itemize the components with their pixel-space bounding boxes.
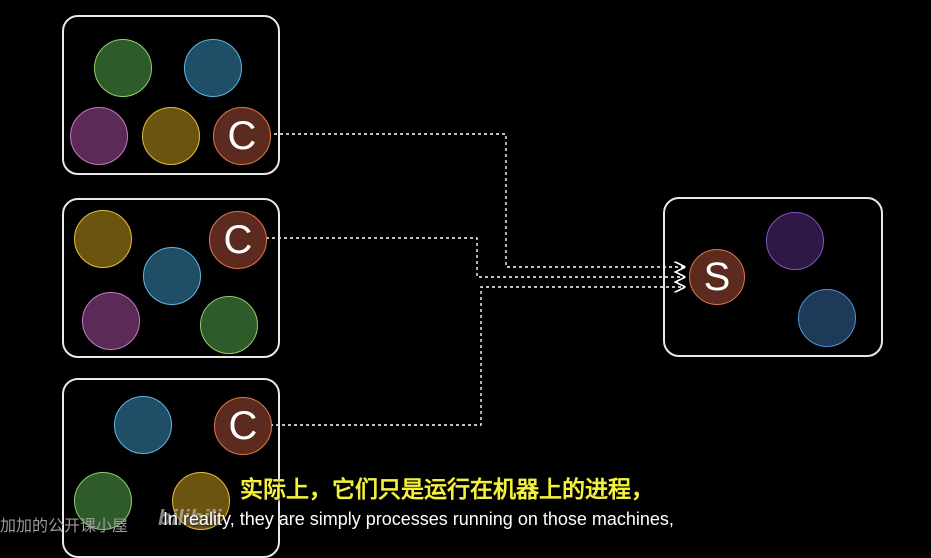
- link-client-3-to-server: [270, 287, 684, 426]
- process-blue: [114, 396, 172, 454]
- machine-box-3: C: [62, 378, 280, 558]
- process-navy: [798, 289, 856, 347]
- machine-box-1: C: [62, 15, 280, 175]
- process-green: [74, 472, 132, 530]
- diagram-canvas: C C C S 加加的公开课小屋 bilibili 实际上，它们只是运行在机器上…: [0, 15, 931, 558]
- process-green: [200, 296, 258, 354]
- subtitle-english: In reality, they are simply processes ru…: [163, 509, 674, 529]
- process-dark-purple: [766, 212, 824, 270]
- process-gold: [142, 107, 200, 165]
- link-client-2-to-server: [266, 237, 684, 277]
- bilibili-logo: bilibili: [158, 505, 222, 530]
- server-label: S: [703, 254, 731, 299]
- client-label: C: [228, 403, 258, 448]
- client-process-2: C: [209, 211, 267, 269]
- process-gold: [172, 472, 230, 530]
- client-label: C: [223, 217, 253, 262]
- server-machine-box: S: [663, 197, 883, 357]
- process-gold: [74, 210, 132, 268]
- client-process-3: C: [214, 397, 272, 455]
- client-process-1: C: [213, 107, 271, 165]
- process-green: [94, 39, 152, 97]
- process-purple: [82, 292, 140, 350]
- process-purple: [70, 107, 128, 165]
- connection-lines: [266, 133, 931, 426]
- client-label: C: [227, 113, 257, 158]
- machine-box-2: C: [62, 198, 280, 358]
- subtitle-chinese: 实际上，它们只是运行在机器上的进程，: [240, 477, 654, 503]
- channel-watermark: 加加的公开课小屋: [0, 516, 129, 535]
- process-blue: [143, 247, 201, 305]
- process-blue: [184, 39, 242, 97]
- link-client-1-to-server: [268, 133, 684, 267]
- server-process: S: [689, 249, 745, 305]
